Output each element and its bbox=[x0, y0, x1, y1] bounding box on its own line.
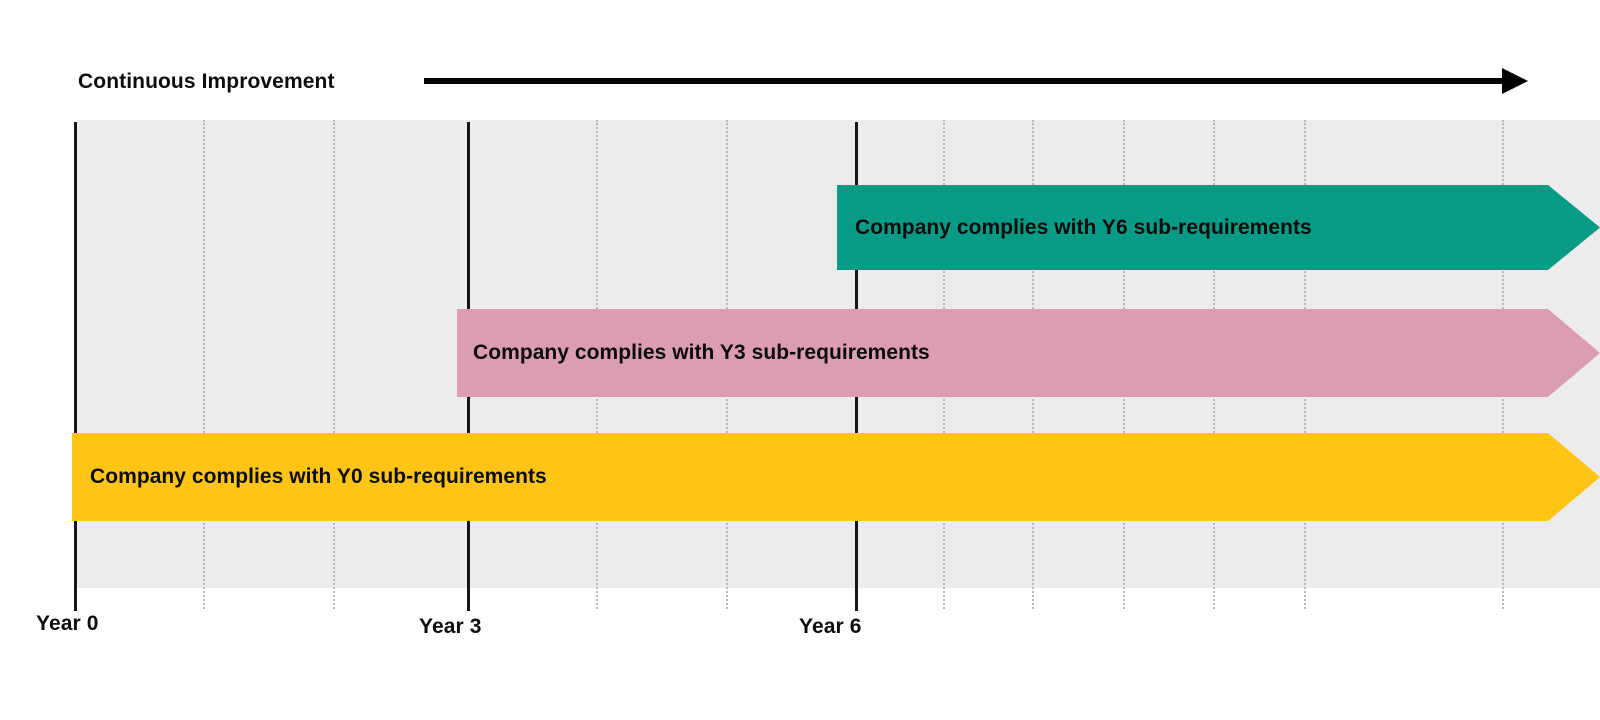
continuous-improvement-row: Continuous Improvement bbox=[0, 60, 1600, 104]
arrow-shape-icon bbox=[837, 185, 1600, 270]
arrow-shape-icon bbox=[72, 433, 1600, 521]
year-tick-label-1: Year 3 bbox=[419, 615, 482, 638]
arrow-shape-icon bbox=[457, 309, 1600, 397]
timeline-bar-label-y6: Company complies with Y6 sub-requirement… bbox=[855, 215, 1312, 239]
gridline-1 bbox=[333, 120, 335, 609]
right-arrow-icon bbox=[424, 68, 1528, 94]
gridline-0 bbox=[203, 120, 205, 609]
timeline-bar-label-y0: Company complies with Y0 sub-requirement… bbox=[90, 465, 547, 488]
timeline-bar-label-y3: Company complies with Y3 sub-requirement… bbox=[473, 341, 930, 364]
timeline-bar-y3[interactable]: Company complies with Y3 sub-requirement… bbox=[457, 309, 1600, 397]
year-marker-line-0 bbox=[74, 122, 77, 611]
timeline-bar-y0[interactable]: Company complies with Y0 sub-requirement… bbox=[72, 433, 1600, 521]
year-tick-label-2: Year 6 bbox=[799, 615, 862, 638]
continuous-improvement-label: Continuous Improvement bbox=[78, 70, 335, 93]
year-tick-label-0: Year 0 bbox=[36, 612, 99, 635]
timeline-bar-y6[interactable]: Company complies with Y6 sub-requirement… bbox=[837, 185, 1600, 270]
